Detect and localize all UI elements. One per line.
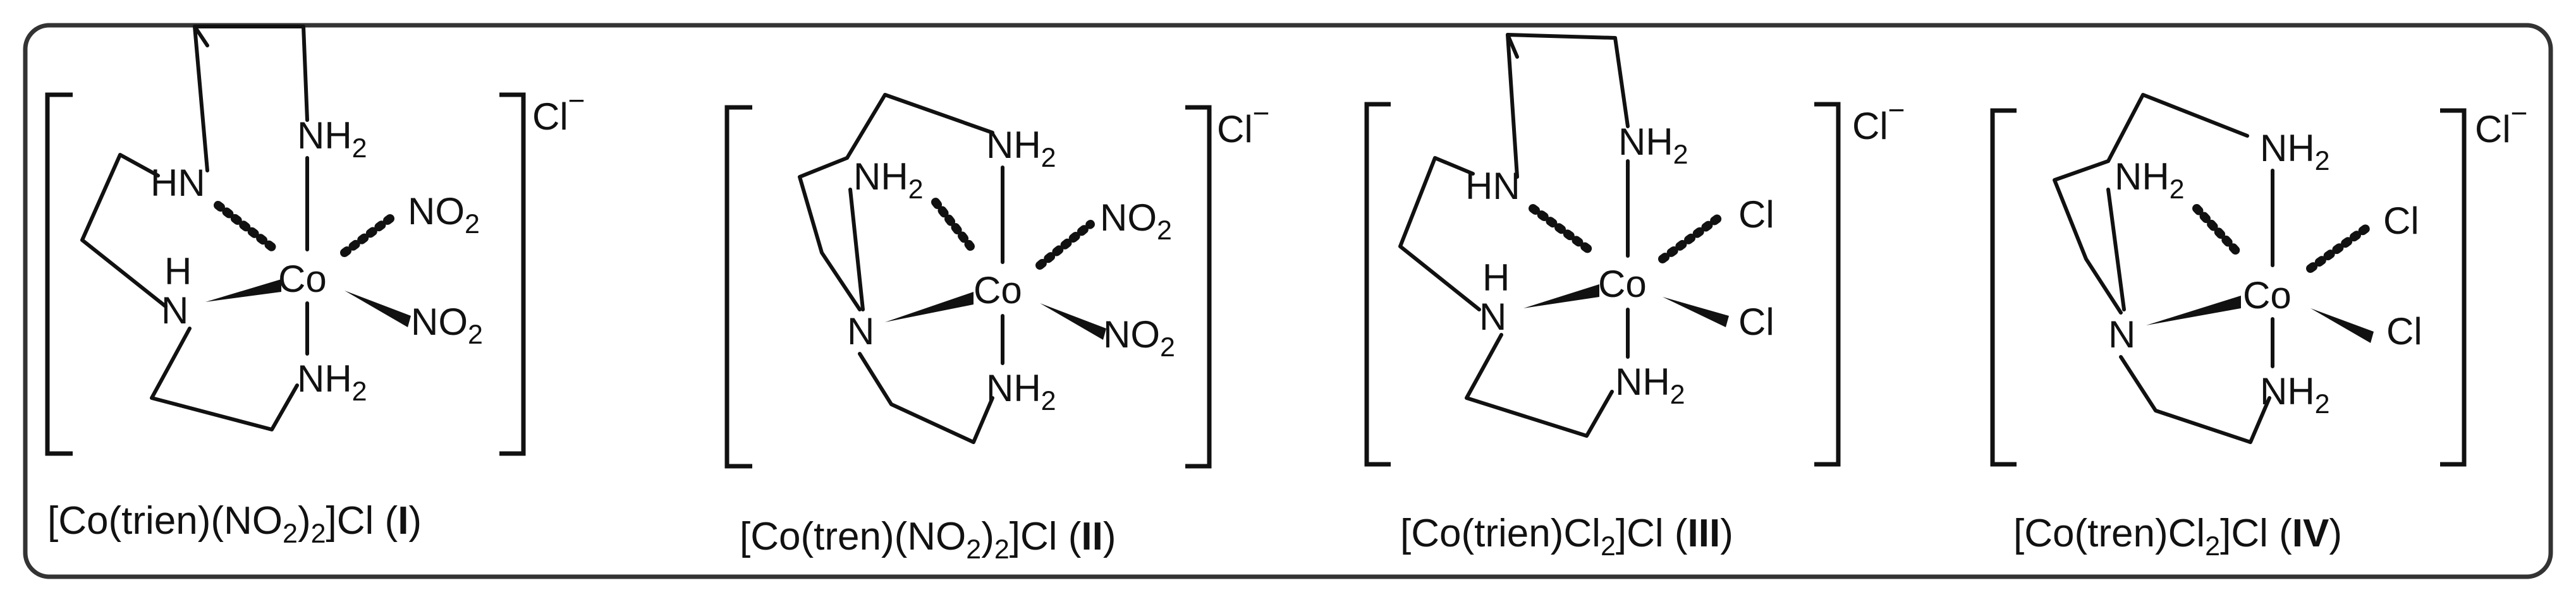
bracket-left [1990, 108, 2017, 467]
wedge-bond [1040, 303, 1106, 340]
ethylene-bridge [150, 327, 299, 431]
complex-caption: [Co(trien)Cl2]Cl (III) [1400, 512, 1733, 562]
wedge-bond [205, 279, 281, 302]
counter-ion: Cl− [1217, 97, 1270, 150]
bond [1506, 33, 1519, 179]
n-label: N [2108, 313, 2135, 356]
hashed-bond [1529, 204, 1597, 257]
cobalt-label: Co [278, 258, 327, 300]
bracket-right [2440, 108, 2467, 467]
bracket-left [45, 92, 73, 456]
cl-label: Cl [2386, 310, 2422, 352]
complex-caption: [Co(trien)(NO2)2]Cl (I) [47, 499, 422, 549]
ethylene-bridge [2119, 355, 2271, 444]
counter-ion: Cl− [2475, 97, 2528, 150]
ethylene-bridge [858, 352, 994, 444]
nh2-label: NH2 [1618, 121, 1688, 170]
bracket-left [724, 105, 752, 469]
cl-label: Cl [2383, 200, 2419, 242]
bracket-right [1185, 105, 1212, 469]
hashed-bond [1035, 220, 1095, 270]
ethylene-bridge [80, 153, 168, 308]
bond [848, 188, 865, 311]
n-label: N [1479, 296, 1506, 338]
bracket-left [1364, 102, 1391, 467]
cobalt-label: Co [974, 269, 1022, 311]
hn-label: HN [150, 162, 205, 204]
cobalt-label: Co [1598, 263, 1647, 305]
ethylene-bridge [845, 93, 994, 160]
nh2-label: NH2 [2260, 370, 2330, 419]
wedge-bond [885, 292, 974, 322]
hn-label: HN [1465, 165, 1520, 207]
wedge-bond [2310, 308, 2374, 343]
bond [2106, 188, 2126, 311]
nh2-label: NH2 [2260, 127, 2330, 176]
hashed-bond [1658, 210, 1727, 263]
hashed-bond [214, 201, 279, 254]
cl-label: Cl [1738, 193, 1774, 236]
wedge-bond [2146, 296, 2241, 325]
hashed-bond [340, 210, 400, 257]
wedge-bond [1523, 284, 1599, 308]
no2-label: NO2 [1103, 313, 1175, 363]
n-label: N [847, 310, 874, 352]
ethylene-bridge [2053, 159, 2123, 315]
nh2-label: NH2 [986, 124, 1056, 173]
hashed-bond [931, 198, 975, 251]
ethylene-bridge [798, 156, 862, 311]
counter-ion: Cl− [1852, 93, 1905, 147]
wedge-bond [345, 291, 411, 327]
bracket-right [1814, 102, 1841, 467]
wedge-bond [1663, 297, 1729, 327]
complex-1: Cl− Co NH2 HN H N NO2 NO2 NH2 [Co(trien)… [45, 25, 585, 549]
hashed-bond [2192, 204, 2242, 257]
ethylene-bridge [1398, 156, 1481, 311]
nh2-label: NH2 [1615, 361, 1685, 410]
bond [193, 25, 209, 172]
nh2-label: NH2 [986, 367, 1056, 416]
nh2-label: NH2 [853, 155, 924, 205]
complex-3: Cl− Co NH2 HN H N Cl Cl NH2 [Co(trien)Cl… [1364, 33, 1905, 562]
hashed-bond [2306, 223, 2372, 273]
nh2-label: NH2 [297, 114, 367, 164]
no2-label: NO2 [408, 190, 480, 239]
nh2-label: NH2 [297, 358, 367, 407]
complex-caption: [Co(tren)(NO2)2]Cl (II) [740, 515, 1116, 565]
no2-label: NO2 [411, 301, 483, 350]
cobalt-label: Co [2243, 274, 2292, 316]
ethylene-bridge [2106, 93, 2249, 163]
h-label: H [1482, 256, 1510, 299]
no2-label: NO2 [1100, 196, 1172, 246]
cl-label: Cl [1738, 301, 1774, 343]
ethylene-bridge [1465, 333, 1614, 438]
nh2-label: NH2 [2115, 155, 2185, 205]
n-label: N [161, 289, 188, 332]
counter-ion: Cl− [532, 84, 585, 138]
h-label: H [164, 250, 192, 292]
bracket-right [499, 92, 526, 456]
ethylene-bridge [1506, 33, 1630, 128]
complex-2: Cl− Co NH2 NH2 N NO2 NO2 NH2 [Co(tren)(N… [724, 93, 1270, 565]
figure-frame [23, 23, 2553, 579]
complex-4: Cl− Co NH2 NH2 N Cl Cl NH2 [Co(tren)Cl2]… [1990, 93, 2528, 562]
ethylene-bridge [193, 25, 309, 122]
complex-caption: [Co(tren)Cl2]Cl (IV) [2013, 512, 2342, 562]
